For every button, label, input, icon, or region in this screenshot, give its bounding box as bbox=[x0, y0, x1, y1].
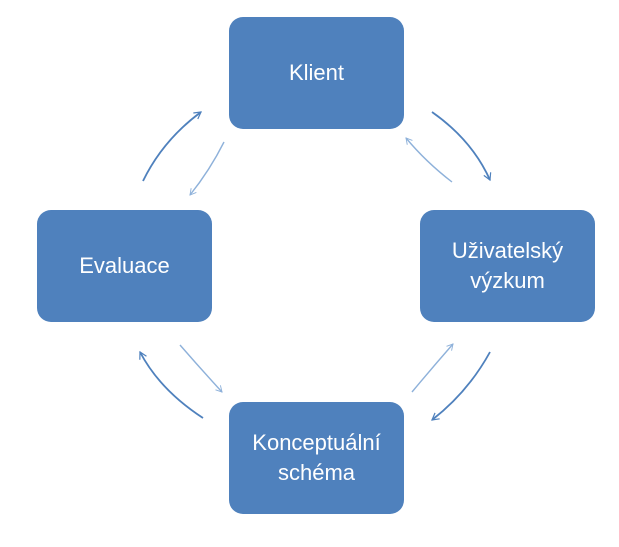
node-evaluace-label: Evaluace bbox=[79, 253, 170, 278]
arrow-schema-to-vyzkum bbox=[411, 343, 454, 393]
node-konceptualni-label-line1: Konceptuální bbox=[252, 430, 381, 455]
node-uzivatelsky-label-line1: Uživatelský bbox=[451, 238, 564, 263]
node-uzivatelsky-label-line2: výzkum bbox=[470, 268, 545, 293]
node-uzivatelsky-vyzkum: Uživatelský výzkum bbox=[420, 210, 595, 322]
node-konceptualni-schema-text: Konceptuální schéma bbox=[252, 428, 380, 488]
node-konceptualni-schema: Konceptuální schéma bbox=[229, 402, 404, 514]
node-klient-label: Klient bbox=[288, 60, 345, 85]
arrow-klient-to-vyzkum bbox=[431, 111, 492, 182]
node-evaluace: Evaluace bbox=[37, 210, 212, 322]
node-uzivatelsky-vyzkum-text: Uživatelský výzkum bbox=[452, 236, 563, 296]
arrow-evaluace-to-schema bbox=[179, 344, 223, 393]
node-konceptualni-label-line2: schéma bbox=[277, 460, 356, 485]
arrow-vyzkum-to-klient bbox=[405, 137, 453, 183]
arrow-evaluace-to-klient bbox=[142, 111, 202, 182]
node-klient: Klient bbox=[229, 17, 404, 129]
arrow-schema-to-evaluace bbox=[139, 350, 204, 419]
arrow-klient-to-evaluace bbox=[189, 141, 225, 196]
arrow-vyzkum-to-schema bbox=[431, 351, 491, 421]
